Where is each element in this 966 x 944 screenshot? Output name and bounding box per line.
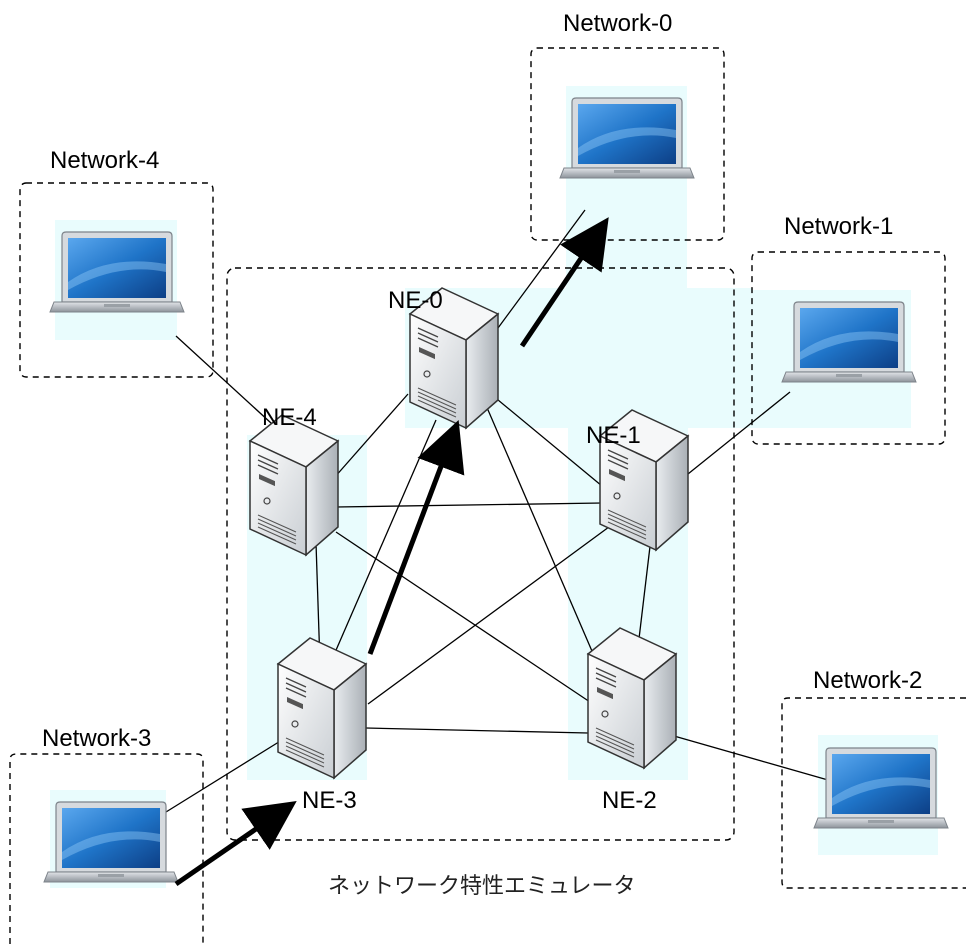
ne-4-label: NE-4 [262,404,317,431]
link-ne0-ne1 [485,389,603,487]
ne-1-label: NE-1 [586,422,641,449]
network-0-label: Network-0 [563,10,672,37]
link-ne2-network2 [673,735,829,781]
network-1-laptop-icon [781,301,917,383]
link-ne4-ne2 [335,531,591,703]
flow-arrow-ne0-to-network0 [519,217,609,348]
network-1-boundary [751,251,946,445]
network-2-laptop-icon [813,747,949,829]
labels: Network-0 Network-4 Network-1 Network-3 … [42,10,922,899]
network-2-boundary [781,697,966,889]
emulator-boundary [226,267,735,841]
link-ne1-ne3 [367,523,614,705]
emulator-caption: ネットワーク特性エミュレータ [328,874,636,899]
dashed-boxes [9,47,966,944]
flow-arrow-network3-to-ne3 [174,801,297,887]
highlight-regions [50,86,938,888]
traffic-flow-arrows [174,217,609,887]
network-4-boundary [19,182,214,378]
flow-arrow-ne3-to-ne0 [367,419,465,655]
ne-3-server-tower-icon [277,637,367,779]
ne-2-label: NE-2 [602,787,657,814]
ne-0-label: NE-0 [388,287,443,314]
ne-3-label: NE-3 [302,787,357,814]
network-2-label: Network-2 [813,667,922,694]
link-ne3-network3 [165,739,283,813]
link-ne0-ne2 [481,395,602,673]
link-ne4-ne1 [335,502,603,508]
ne-2-server-tower-icon [587,627,677,769]
network-3-laptop-icon [43,801,179,883]
network-0-laptop-icon [559,97,695,179]
links [165,209,829,813]
link-ne3-ne2 [365,727,589,734]
network-4-laptop-icon [49,231,185,313]
network-1-label: Network-1 [784,213,893,240]
link-ne0-ne4 [333,393,409,479]
link-ne1-network1 [682,391,791,479]
network-0-boundary [530,47,725,241]
link-ne4-network4 [175,335,284,435]
network-4-label: Network-4 [50,147,159,174]
network-3-label: Network-3 [42,725,151,752]
ne-4-server-tower-icon [249,414,339,556]
